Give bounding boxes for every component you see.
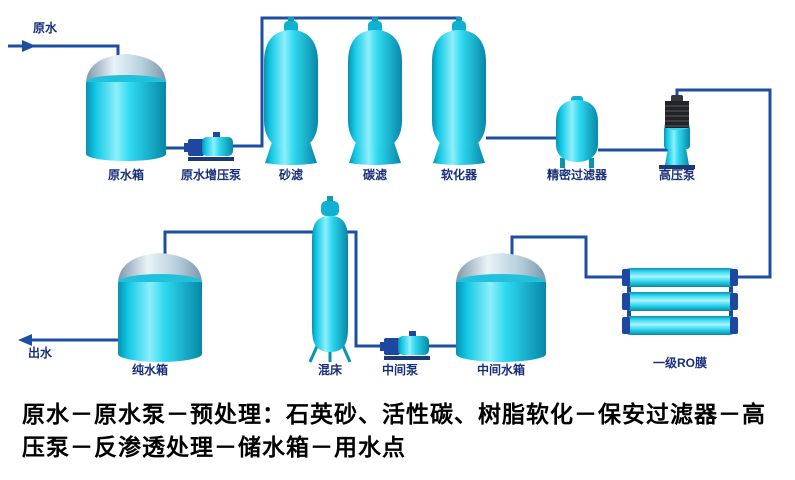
high-pressure-pump (659, 95, 695, 169)
tank-bottom (456, 346, 546, 362)
filter-leg (560, 158, 565, 168)
booster-pump (184, 132, 234, 161)
ro-endcap (730, 317, 738, 334)
raw-water-tank (86, 54, 166, 161)
tank-body (456, 282, 546, 354)
label-softener: 软化器 (440, 168, 478, 182)
ro-endcap (622, 293, 630, 310)
sand-filter (264, 17, 318, 165)
ro-membrane-2 (622, 292, 738, 311)
tank-dome (86, 54, 166, 82)
pump-motor (665, 101, 689, 128)
vessel-body (432, 30, 486, 150)
mixed-bed-column (308, 196, 352, 363)
softener (432, 17, 486, 165)
label-raw-water: 原水 (33, 21, 58, 35)
vessel-cap-stub (288, 17, 294, 22)
intermediate-tank (456, 253, 546, 362)
label-water-out: 出水 (28, 346, 53, 360)
pump-head (384, 338, 400, 355)
filter-body (556, 100, 598, 162)
tank-dome (456, 253, 546, 282)
vessel-body (264, 30, 318, 150)
tank-bottom (86, 147, 166, 161)
flow-arrow-left-icon (18, 334, 32, 346)
vessel-body (348, 30, 402, 150)
intermediate-pump (380, 331, 430, 360)
ro-endcap (730, 269, 738, 286)
pump-body (664, 126, 690, 149)
pump-head (188, 139, 204, 156)
ro-membrane-1 (622, 268, 738, 287)
caption-line-1: 原水－原水泵－预处理：石英砂、活性碳、树脂软化－保安过滤器－高 (22, 402, 766, 427)
label-pure-water-tank: 纯水箱 (131, 363, 169, 377)
pump-base (659, 165, 695, 169)
vessel-cap-stub (456, 17, 462, 22)
label-precision-filter: 精密过滤器 (546, 168, 608, 182)
pump-inlet (184, 143, 189, 152)
label-intermediate-pump: 中间泵 (381, 363, 419, 377)
label-intermediate-tank: 中间水箱 (476, 363, 526, 377)
label-mixed-bed: 混床 (317, 363, 343, 377)
pipe-ro-to-intermediate-tank (510, 235, 632, 279)
ro-membrane-3 (622, 316, 738, 335)
pump-inlet (380, 342, 385, 351)
ro-endcap (622, 317, 630, 334)
column-cap (321, 201, 339, 216)
ro-endcap (730, 293, 738, 310)
ro-membrane-stack (622, 268, 738, 335)
column-legs (308, 343, 352, 363)
carbon-filter (348, 17, 402, 165)
pipe-pump-to-mixedbed-to-pure-tank (163, 230, 392, 348)
pump-motor (398, 336, 429, 355)
column-body (312, 216, 348, 352)
pump-motor (202, 137, 233, 156)
pump-pedestal (665, 148, 689, 165)
caption-line-2: 压泵－反渗透处理－储水箱－用水点 (22, 435, 406, 460)
precision-filter (556, 96, 598, 168)
tank-body (86, 82, 166, 154)
pump-base (188, 157, 234, 161)
tank-dome (118, 253, 202, 282)
label-high-pressure-pump: 高压泵 (658, 168, 696, 182)
ro-endcap (622, 269, 630, 286)
label-ro-membrane: 一级RO膜 (652, 356, 708, 370)
flow-arrow-right-icon (22, 40, 36, 52)
column-cap-stub (327, 196, 333, 202)
motor-fins (665, 105, 689, 127)
filter-leg (589, 158, 594, 168)
pump-port (409, 331, 416, 337)
tank-body (118, 282, 202, 354)
pure-water-tank (118, 253, 202, 362)
pump-base (384, 356, 430, 360)
motor-cap (671, 95, 683, 102)
label-raw-water-tank: 原水箱 (107, 168, 145, 182)
vessel-cap-stub (372, 17, 378, 22)
pump-port (213, 132, 220, 138)
label-carbon-filter: 碳滤 (362, 168, 388, 182)
caption: 原水－原水泵－预处理：石英砂、活性碳、树脂软化－保安过滤器－高 压泵－反渗透处理… (22, 398, 784, 464)
tank-bottom (118, 346, 202, 362)
label-booster-pump: 原水增压泵 (180, 168, 242, 182)
label-sand-filter: 砂滤 (278, 168, 304, 182)
process-flow-diagram (8, 16, 772, 363)
pipe-hp-pump-to-ro (675, 88, 772, 279)
